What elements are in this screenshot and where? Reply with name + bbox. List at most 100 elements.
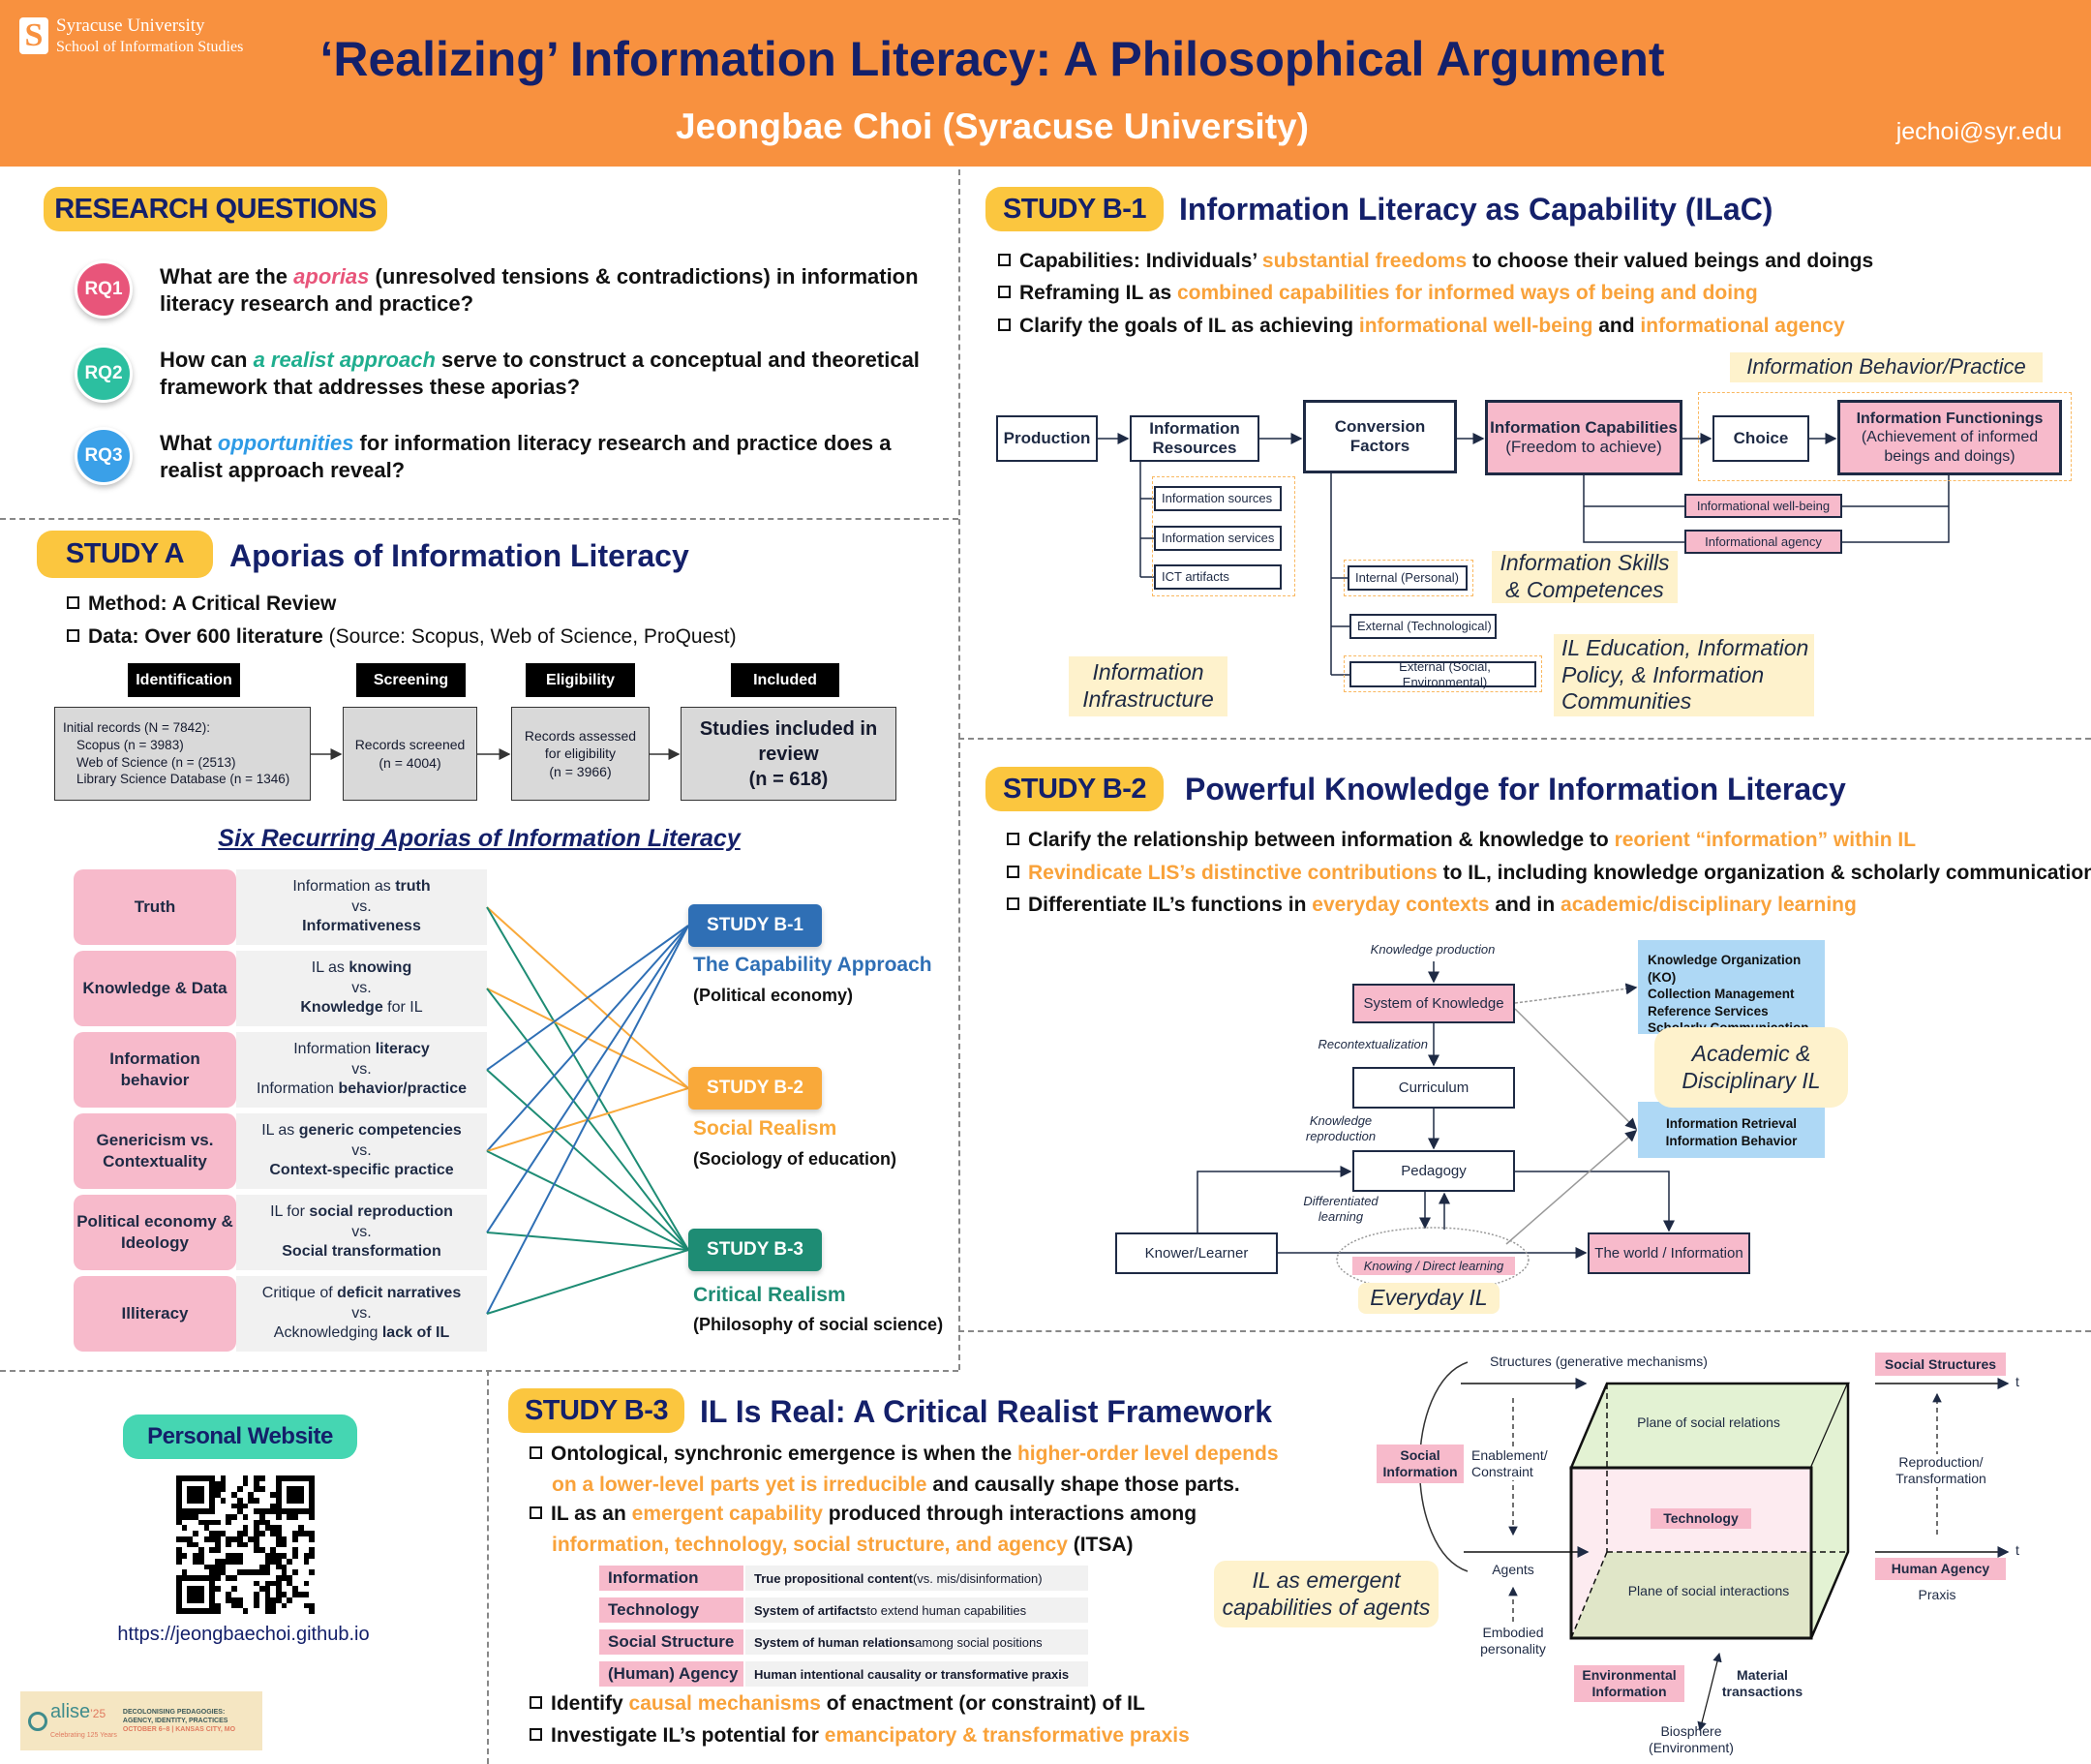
cube-side: [1811, 1384, 1848, 1638]
text-segment: among social positions: [915, 1634, 1043, 1650]
text-segment: of enactment (or constraint) of IL: [820, 1692, 1145, 1715]
divider: [0, 1370, 958, 1372]
rq2-text: How can a realist approach serve to cons…: [160, 347, 934, 400]
flow-box-eligibility: Records assessed for eligibility (n = 39…: [511, 707, 650, 801]
aporia-vs: vs.: [351, 1304, 372, 1322]
aporia-link-line: [486, 925, 689, 1071]
recontextualization-label: Recontextualization: [1318, 1037, 1428, 1051]
structures-label: Structures (generative mechanisms): [1490, 1353, 1708, 1369]
text-segment: aporias: [293, 264, 370, 289]
text-segment: informational agency: [1640, 315, 1845, 337]
aporia-label: Information behavior: [74, 1032, 236, 1108]
text-segment: lack of IL: [381, 1324, 450, 1342]
flow-line: review: [758, 743, 819, 765]
text-segment: and: [1592, 315, 1641, 337]
capabilities-sub: (Freedom to achieve): [1505, 438, 1662, 456]
text-segment: and causally shape those parts.: [926, 1474, 1240, 1496]
aporia-side-a: Critique of deficit narratives: [262, 1284, 461, 1304]
aporia-vs: vs.: [351, 1223, 372, 1240]
study-b3-bullet-cont: on a lower-level parts yet is irreducibl…: [552, 1474, 1240, 1497]
study-b3-title: IL Is Real: A Critical Realist Framework: [700, 1394, 1273, 1429]
qr-code[interactable]: [176, 1475, 315, 1614]
aporia-side-a: IL as knowing: [312, 958, 411, 979]
study-b3-bullet-cont: information, technology, social structur…: [552, 1534, 1134, 1557]
text-segment: (vs. mis/disinformation): [912, 1570, 1043, 1586]
text-segment: (ITSA): [1067, 1534, 1134, 1556]
itsa-definition: System of human relations among social p…: [745, 1629, 1088, 1655]
flow-box-included: Studies included in review (n = 618): [681, 707, 896, 801]
aporia-vs: vs.: [351, 1141, 372, 1159]
curriculum-box: Curriculum: [1352, 1067, 1515, 1109]
research-questions-heading: RESEARCH QUESTIONS: [44, 187, 387, 231]
alise-tagline: Celebrating 125 Years: [50, 1731, 117, 1739]
knowing-direct-learning-label: Knowing / Direct learning: [1352, 1257, 1515, 1275]
study-b2-node: STUDY B-2: [688, 1067, 822, 1110]
aporia-side-b: Acknowledging lack of IL: [274, 1323, 449, 1344]
poster-title: ‘Realizing’ Information Literacy: A Phil…: [319, 32, 1665, 86]
aporias-title: Six Recurring Aporias of Information Lit…: [218, 825, 741, 852]
text-segment: substantial freedoms: [1261, 250, 1468, 272]
text-segment: social reproduction: [309, 1202, 453, 1220]
study-b1-badge: STUDY B-1: [985, 187, 1164, 231]
flow-header-screening: Screening: [356, 663, 466, 697]
study-b2-bullet: Differentiate IL’s functions in everyday…: [1007, 894, 1857, 917]
alise-conference-text: DECOLONISING PEDAGOGIES:AGENCY, IDENTITY…: [123, 1708, 235, 1734]
alise-line: AGENCY, IDENTITY, PRACTICES: [122, 1717, 228, 1724]
text-segment: System of human relations: [754, 1634, 916, 1650]
text-segment: produced through interactions among: [822, 1503, 1197, 1525]
text-segment: Critique of: [261, 1284, 338, 1301]
flow-line: (n = 618): [748, 768, 829, 790]
aporia-link-line: [486, 1249, 689, 1315]
environmental-information-box: Environmental Information: [1574, 1665, 1684, 1702]
checkbox-bullet-icon: [1007, 897, 1019, 910]
email-link[interactable]: jechoi@syr.edu: [1895, 118, 2062, 145]
checkbox-bullet-icon: [1007, 866, 1019, 878]
text-segment: for information literacy research and pr…: [160, 431, 892, 482]
knowledge-reproduction-label: Knowledge reproduction: [1305, 1113, 1377, 1143]
itsa-definition: True propositional content (vs. mis/disi…: [745, 1566, 1088, 1591]
checkbox-bullet-icon: [998, 286, 1011, 298]
text-segment: information, technology, social structur…: [552, 1534, 1068, 1556]
internal-factor-box: Internal (Personal): [1348, 565, 1468, 591]
text-segment: causal mechanisms: [628, 1692, 821, 1715]
checkbox-bullet-icon: [1007, 833, 1019, 845]
skills-note: Information Skills & Competences: [1492, 550, 1678, 603]
biosphere-label: Biosphere (Environment): [1649, 1723, 1734, 1755]
study-b1-bullet: Capabilities: Individuals’ substantial f…: [998, 250, 1873, 273]
text-segment: everyday contexts: [1312, 894, 1490, 916]
study-b3-bullet: IL as an emergent capability produced th…: [530, 1503, 1197, 1526]
flow-box-screening: Records screened (n = 4004): [343, 707, 477, 801]
study-a-title: Aporias of Information Literacy: [229, 538, 689, 573]
lis-item: Information Retrieval: [1665, 1116, 1798, 1131]
study-b2-title: Powerful Knowledge for Information Liter…: [1185, 772, 1846, 806]
aporia-vs: vs.: [351, 979, 372, 996]
text-segment: higher-order level depends: [1016, 1443, 1279, 1465]
conversion-factors-box: Conversion Factors: [1303, 400, 1457, 473]
differentiated-learning-label: Differentiated learning: [1303, 1194, 1379, 1224]
text-segment: IL as: [311, 958, 349, 976]
flow-line: Library Science Database (n = 1346): [76, 772, 290, 787]
external-technological-box: External (Technological): [1349, 614, 1497, 639]
aporia-label: Political economy & Ideology: [74, 1195, 236, 1270]
aporia-label: Genericism vs. Contextuality: [74, 1113, 236, 1189]
text-segment: Method: A Critical Review: [88, 593, 337, 615]
study-b3-bullet: Ontological, synchronic emergence is whe…: [530, 1443, 1279, 1466]
aporia-side-a: Information as truth: [292, 877, 430, 897]
rq3-badge: RQ3: [75, 427, 133, 485]
study-b3-node: STUDY B-3: [688, 1229, 822, 1271]
text-segment: Human intentional causality or transform…: [754, 1666, 1070, 1682]
world-information-box: The world / Information: [1588, 1232, 1750, 1274]
aporia-side-a: Information literacy: [293, 1040, 430, 1060]
text-segment: emergent capability: [631, 1503, 823, 1525]
text-segment: truth: [395, 877, 431, 895]
divider: [958, 738, 2091, 740]
university-name: Syracuse University: [56, 15, 205, 36]
aporia-link-line: [486, 925, 689, 1152]
flow-header-identification: Identification: [128, 663, 240, 697]
aporia-label: Truth: [74, 869, 236, 945]
text-segment: Information: [293, 1040, 376, 1057]
website-url-link[interactable]: https://jeongbaechoi.github.io: [117, 1624, 370, 1645]
